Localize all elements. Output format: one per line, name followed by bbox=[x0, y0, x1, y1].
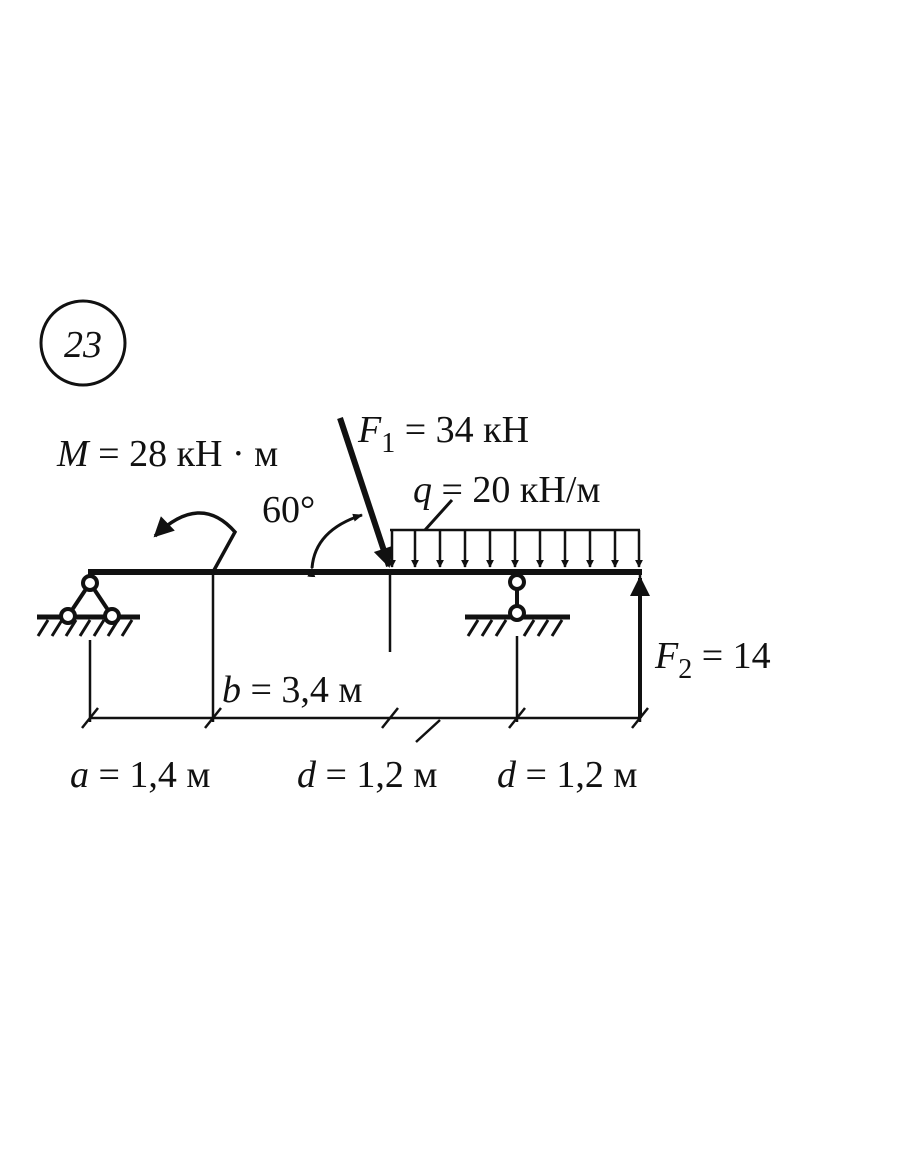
angle-arc bbox=[307, 513, 363, 578]
distributed-load-label: q = 20 кН/м bbox=[413, 469, 600, 511]
dimension-b-label: b = 3,4 м bbox=[222, 669, 362, 711]
extension-lines bbox=[88, 572, 642, 722]
moment-label: M = 28 кН · м bbox=[56, 433, 278, 475]
roller-support-right bbox=[465, 573, 570, 637]
dimension-d2-label: d = 1,2 м bbox=[497, 754, 637, 796]
force-f2-label: F2 = 14 bbox=[654, 635, 771, 685]
moment-arrow bbox=[153, 511, 238, 573]
angle-label: 60° bbox=[262, 489, 315, 531]
distributed-load bbox=[388, 498, 643, 568]
dimension-line bbox=[81, 707, 649, 743]
dimension-a-label: a = 1,4 м bbox=[70, 754, 210, 796]
force-f1-label: F1 = 34 кН bbox=[357, 409, 529, 459]
dimension-d1-label: d = 1,2 м bbox=[297, 754, 437, 796]
problem-number-badge: 23 bbox=[39, 299, 127, 387]
pin-support-left bbox=[36, 574, 140, 637]
problem-number: 23 bbox=[64, 324, 102, 366]
force-f1-arrow bbox=[337, 417, 393, 568]
